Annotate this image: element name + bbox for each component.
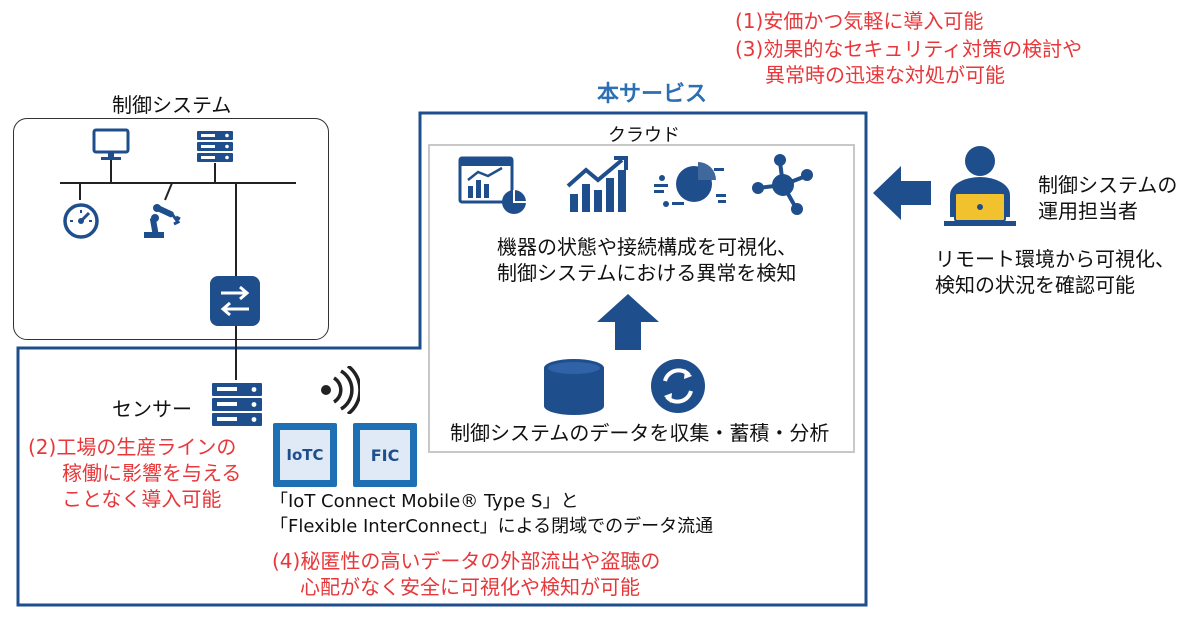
cloud-box [428,144,855,453]
dashboard-chart-icon [458,156,526,214]
operator-remote-line1: リモート環境から可視化、 [935,247,1175,271]
operator-remote-line2: 検知の状況を確認可能 [935,273,1135,297]
operator-label-line2: 運用担当者 [1038,199,1138,223]
fic-logo-text: FIC [360,430,410,480]
sensor-label: センサー [112,397,192,421]
left-arrow-icon [873,166,931,220]
network-line1: 「IoT Connect Mobile® Type S」と [270,491,579,512]
growth-chart-icon [566,156,628,212]
operator-laptop-icon [944,146,1016,226]
cloud-collect-text: 制御システムのデータを収集・蓄積・分析 [450,421,830,445]
note-1: (1)安価かつ気軽に導入可能 [735,9,984,33]
control-system-title: 制御システム [112,93,232,117]
refresh-cycle-icon [651,359,705,413]
service-title: 本サービス [597,82,708,107]
network-line2: 「Flexible InterConnect」による閉域でのデータ流通 [270,516,714,537]
control-system-box [13,118,329,340]
wireless-signal-icon [321,366,360,414]
cloud-desc-line2: 制御システムにおける異常を検知 [497,261,797,285]
server-icon [197,131,233,162]
note-3-line1: (3)効果的なセキュリティ対策の検討や [735,37,1083,61]
pie-chart-icon [654,162,726,207]
note-2-line1: (2)工場の生産ラインの [28,435,237,459]
switch-icon [210,276,260,326]
operator-label-line1: 制御システムの [1038,173,1178,197]
robot-arm-icon [144,204,181,238]
note-2-line3: ことなく導入可能 [62,487,222,511]
cloud-title: クラウド [608,125,680,146]
note-4-line2: 心配がなく安全に可視化や検知が可能 [300,575,640,599]
iotc-logo-text: IoTC [280,430,330,480]
fic-logo: FIC [353,423,417,487]
note-3-line2: 異常時の迅速な対処が可能 [765,63,1005,87]
gauge-icon [63,203,99,239]
control-network-lines [60,160,296,380]
monitor-icon [92,128,130,160]
note-4-line1: (4)秘匿性の高いデータの外部流出や盗聴の [272,549,661,573]
sensor-server-icon [212,383,262,426]
network-node-icon [752,154,813,215]
database-icon [544,359,604,415]
iotc-logo: IoTC [273,423,337,487]
note-2-line2: 稼働に影響を与える [62,461,242,485]
up-arrow-icon [597,294,659,350]
cloud-desc-line1: 機器の状態や接続構成を可視化、 [497,235,797,259]
